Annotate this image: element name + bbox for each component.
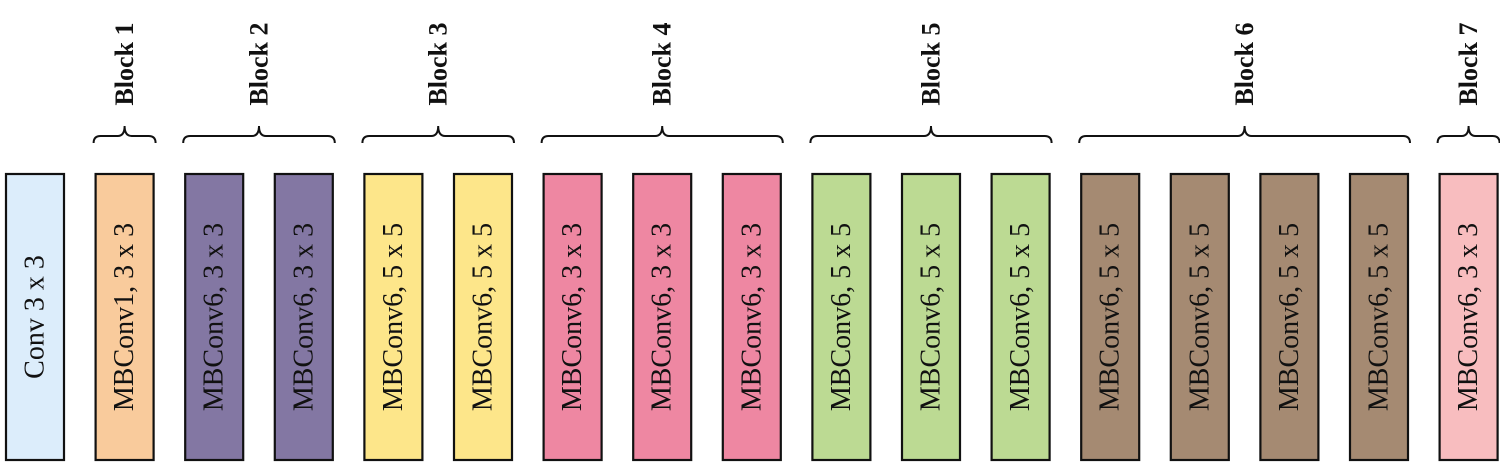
layer-rect (542, 172, 603, 462)
brace-block-2 (182, 125, 336, 144)
layer-rect (1348, 172, 1410, 462)
layer-label: MBConv6, 3 x 3 (557, 223, 588, 411)
block-label-2: Block 2 (245, 22, 274, 105)
layer-box-3: MBConv6, 3 x 3 (184, 172, 245, 462)
layer-label: MBConv6, 3 x 3 (288, 223, 319, 411)
layer-box-6: MBConv6, 5 x 5 (452, 172, 514, 462)
layer-label: MBConv6, 5 x 5 (1005, 223, 1036, 411)
layer-rect (990, 172, 1051, 462)
block-label-3: Block 3 (424, 22, 453, 105)
brace-block-4 (540, 125, 784, 144)
block-label-4: Block 4 (648, 22, 677, 105)
layer-label: MBConv1, 3 x 3 (109, 223, 140, 411)
layer-rect (94, 172, 155, 462)
layer-rect (811, 172, 872, 462)
block-label-7: Block 7 (1454, 22, 1483, 105)
layer-label: MBConv6, 3 x 3 (647, 223, 678, 411)
layer-label: MBConv6, 3 x 3 (736, 223, 767, 411)
layer-box-4: MBConv6, 3 x 3 (273, 172, 334, 462)
layer-label: MBConv6, 3 x 3 (199, 223, 230, 411)
layer-rect (721, 172, 782, 462)
layer-rect (452, 172, 514, 462)
layer-box-13: MBConv6, 5 x 5 (1080, 172, 1141, 462)
layer-rect (4, 172, 66, 462)
brace-block-7 (1436, 125, 1500, 144)
layer-label: MBConv6, 5 x 5 (1364, 223, 1395, 411)
layer-label: MBConv6, 5 x 5 (1095, 223, 1126, 411)
layer-box-2: MBConv1, 3 x 3 (94, 172, 155, 462)
layer-box-10: MBConv6, 5 x 5 (811, 172, 872, 462)
layer-box-17: MBConv6, 3 x 3 (1438, 172, 1499, 462)
layer-label: MBConv6, 5 x 5 (468, 223, 499, 411)
block-label-1: Block 1 (110, 22, 139, 105)
block-braces (92, 125, 1500, 144)
layer-label: MBConv6, 5 x 5 (1184, 223, 1215, 411)
layer-box-12: MBConv6, 5 x 5 (990, 172, 1051, 462)
layer-box-7: MBConv6, 3 x 3 (542, 172, 603, 462)
layer-rect (184, 172, 245, 462)
brace-block-5 (809, 125, 1053, 144)
layer-label: Conv 3 x 3 (20, 255, 51, 379)
brace-block-1 (92, 125, 157, 144)
block-labels: Block 1 Block 2 Block 3 Block 4 Block 5 Block… (110, 22, 1483, 105)
layer-box-11: MBConv6, 5 x 5 (900, 172, 962, 462)
layer-box-16: MBConv6, 5 x 5 (1348, 172, 1410, 462)
brace-block-3 (361, 125, 515, 144)
brace-block-6 (1078, 125, 1411, 144)
layer-boxes: Conv 3 x 3 MBConv1, 3 x 3 MBConv6, 3 x 3 MB… (4, 172, 1499, 462)
layer-rect (1080, 172, 1141, 462)
layer-label: MBConv6, 5 x 5 (378, 223, 409, 411)
layer-box-9: MBConv6, 3 x 3 (721, 172, 782, 462)
layer-label: MBConv6, 5 x 5 (1274, 223, 1305, 411)
layer-box-5: MBConv6, 5 x 5 (363, 172, 424, 462)
block-label-6: Block 6 (1230, 22, 1259, 105)
layer-box-15: MBConv6, 5 x 5 (1259, 172, 1320, 462)
layer-label: MBConv6, 3 x 3 (1453, 223, 1484, 411)
layer-rect (632, 172, 693, 462)
layer-label: MBConv6, 5 x 5 (916, 223, 947, 411)
block-label-5: Block 5 (917, 22, 946, 105)
layer-box-8: MBConv6, 3 x 3 (632, 172, 693, 462)
layer-rect (1438, 172, 1499, 462)
layer-box-14: MBConv6, 5 x 5 (1169, 172, 1230, 462)
layer-box-1: Conv 3 x 3 (4, 172, 66, 462)
layer-rect (1259, 172, 1320, 462)
layer-label: MBConv6, 5 x 5 (826, 223, 857, 411)
layer-rect (1169, 172, 1230, 462)
layer-rect (900, 172, 962, 462)
layer-rect (363, 172, 424, 462)
layer-rect (273, 172, 334, 462)
